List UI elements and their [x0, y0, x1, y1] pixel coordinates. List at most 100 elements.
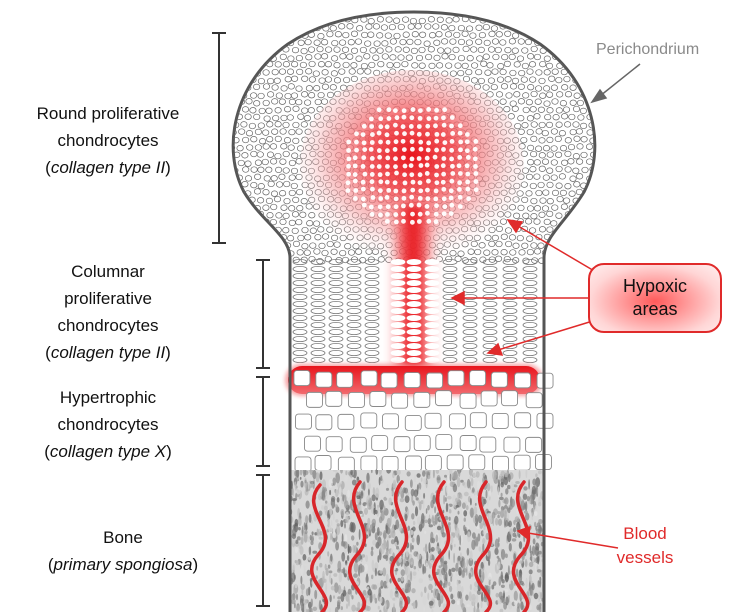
cell — [361, 371, 377, 386]
cell — [294, 371, 310, 386]
cell — [259, 228, 265, 234]
cell — [249, 258, 255, 264]
cell — [410, 147, 415, 152]
cell — [441, 180, 446, 185]
cell — [425, 188, 430, 193]
cell — [391, 308, 405, 313]
cell — [458, 204, 463, 209]
cell — [589, 32, 595, 38]
cell — [393, 123, 398, 128]
cell — [426, 107, 431, 112]
cell — [241, 256, 247, 262]
cell — [434, 132, 439, 137]
cell — [589, 17, 595, 23]
label-hypertrophic: Hypertrophic chondrocytes (collagen type… — [6, 384, 210, 465]
cell — [433, 197, 438, 202]
cell — [228, 85, 234, 91]
cell — [573, 33, 579, 39]
cell — [338, 414, 354, 429]
cell — [407, 322, 421, 327]
cell — [410, 107, 415, 112]
cell — [369, 205, 374, 210]
cell — [425, 287, 439, 292]
cell — [370, 132, 375, 137]
cell — [564, 242, 570, 248]
cell — [241, 198, 247, 204]
cell — [378, 196, 383, 201]
cell — [570, 220, 576, 226]
cell — [402, 172, 407, 177]
cell — [233, 17, 239, 23]
cell — [234, 33, 240, 39]
cell — [407, 336, 421, 341]
cell — [317, 16, 323, 22]
blood-line2: vessels — [600, 546, 690, 570]
cell — [407, 315, 421, 320]
cell — [382, 456, 398, 471]
cell — [245, 24, 251, 30]
bracket-bone-zone — [256, 475, 270, 606]
cell — [283, 258, 289, 264]
cell — [418, 212, 423, 217]
cell — [496, 17, 502, 23]
cell — [418, 196, 423, 201]
cell — [237, 55, 243, 61]
cell — [295, 457, 311, 472]
cell — [578, 235, 584, 241]
cell — [441, 172, 446, 177]
cell — [426, 219, 431, 224]
cell — [418, 172, 423, 177]
cell — [316, 415, 332, 430]
cell — [276, 32, 282, 38]
cell — [391, 259, 405, 264]
cell — [391, 336, 405, 341]
cell — [385, 212, 390, 217]
label-hypertrophic-line1: Hypertrophic — [6, 384, 210, 411]
cell — [449, 188, 454, 193]
cell — [458, 171, 463, 176]
cell — [470, 371, 486, 386]
cell — [590, 197, 596, 203]
cell — [247, 221, 253, 227]
cell — [573, 61, 579, 67]
cell — [434, 203, 439, 208]
cell — [442, 107, 447, 112]
cell — [287, 25, 293, 31]
cell — [556, 243, 562, 249]
cell — [441, 115, 446, 120]
cell — [233, 47, 239, 53]
cell — [258, 31, 264, 37]
cell — [418, 180, 423, 185]
cell — [386, 188, 391, 193]
cell — [442, 211, 447, 216]
cell — [458, 140, 463, 145]
cell — [530, 32, 536, 38]
cell — [595, 219, 601, 225]
cell — [425, 196, 430, 201]
cell — [255, 25, 261, 31]
cell — [587, 55, 593, 61]
cell — [465, 180, 470, 185]
cell — [442, 196, 447, 201]
cell — [361, 187, 366, 192]
label-columnar-proliferative: Columnar proliferative chondrocytes (col… — [6, 258, 210, 366]
cell — [304, 24, 310, 30]
cell — [387, 107, 392, 112]
cell — [465, 163, 470, 168]
cell — [407, 350, 421, 355]
cell — [241, 33, 247, 39]
cell — [581, 48, 587, 54]
cell — [578, 54, 584, 60]
cell — [425, 456, 441, 471]
cell — [267, 242, 273, 248]
cell — [577, 221, 583, 227]
cell — [240, 17, 246, 23]
label-columnar-line2: proliferative — [6, 285, 210, 312]
cell — [298, 24, 304, 30]
cell — [385, 172, 390, 177]
cell — [441, 147, 446, 152]
cell — [560, 235, 566, 241]
cell — [526, 437, 542, 452]
cell — [391, 329, 405, 334]
cell — [425, 343, 439, 348]
